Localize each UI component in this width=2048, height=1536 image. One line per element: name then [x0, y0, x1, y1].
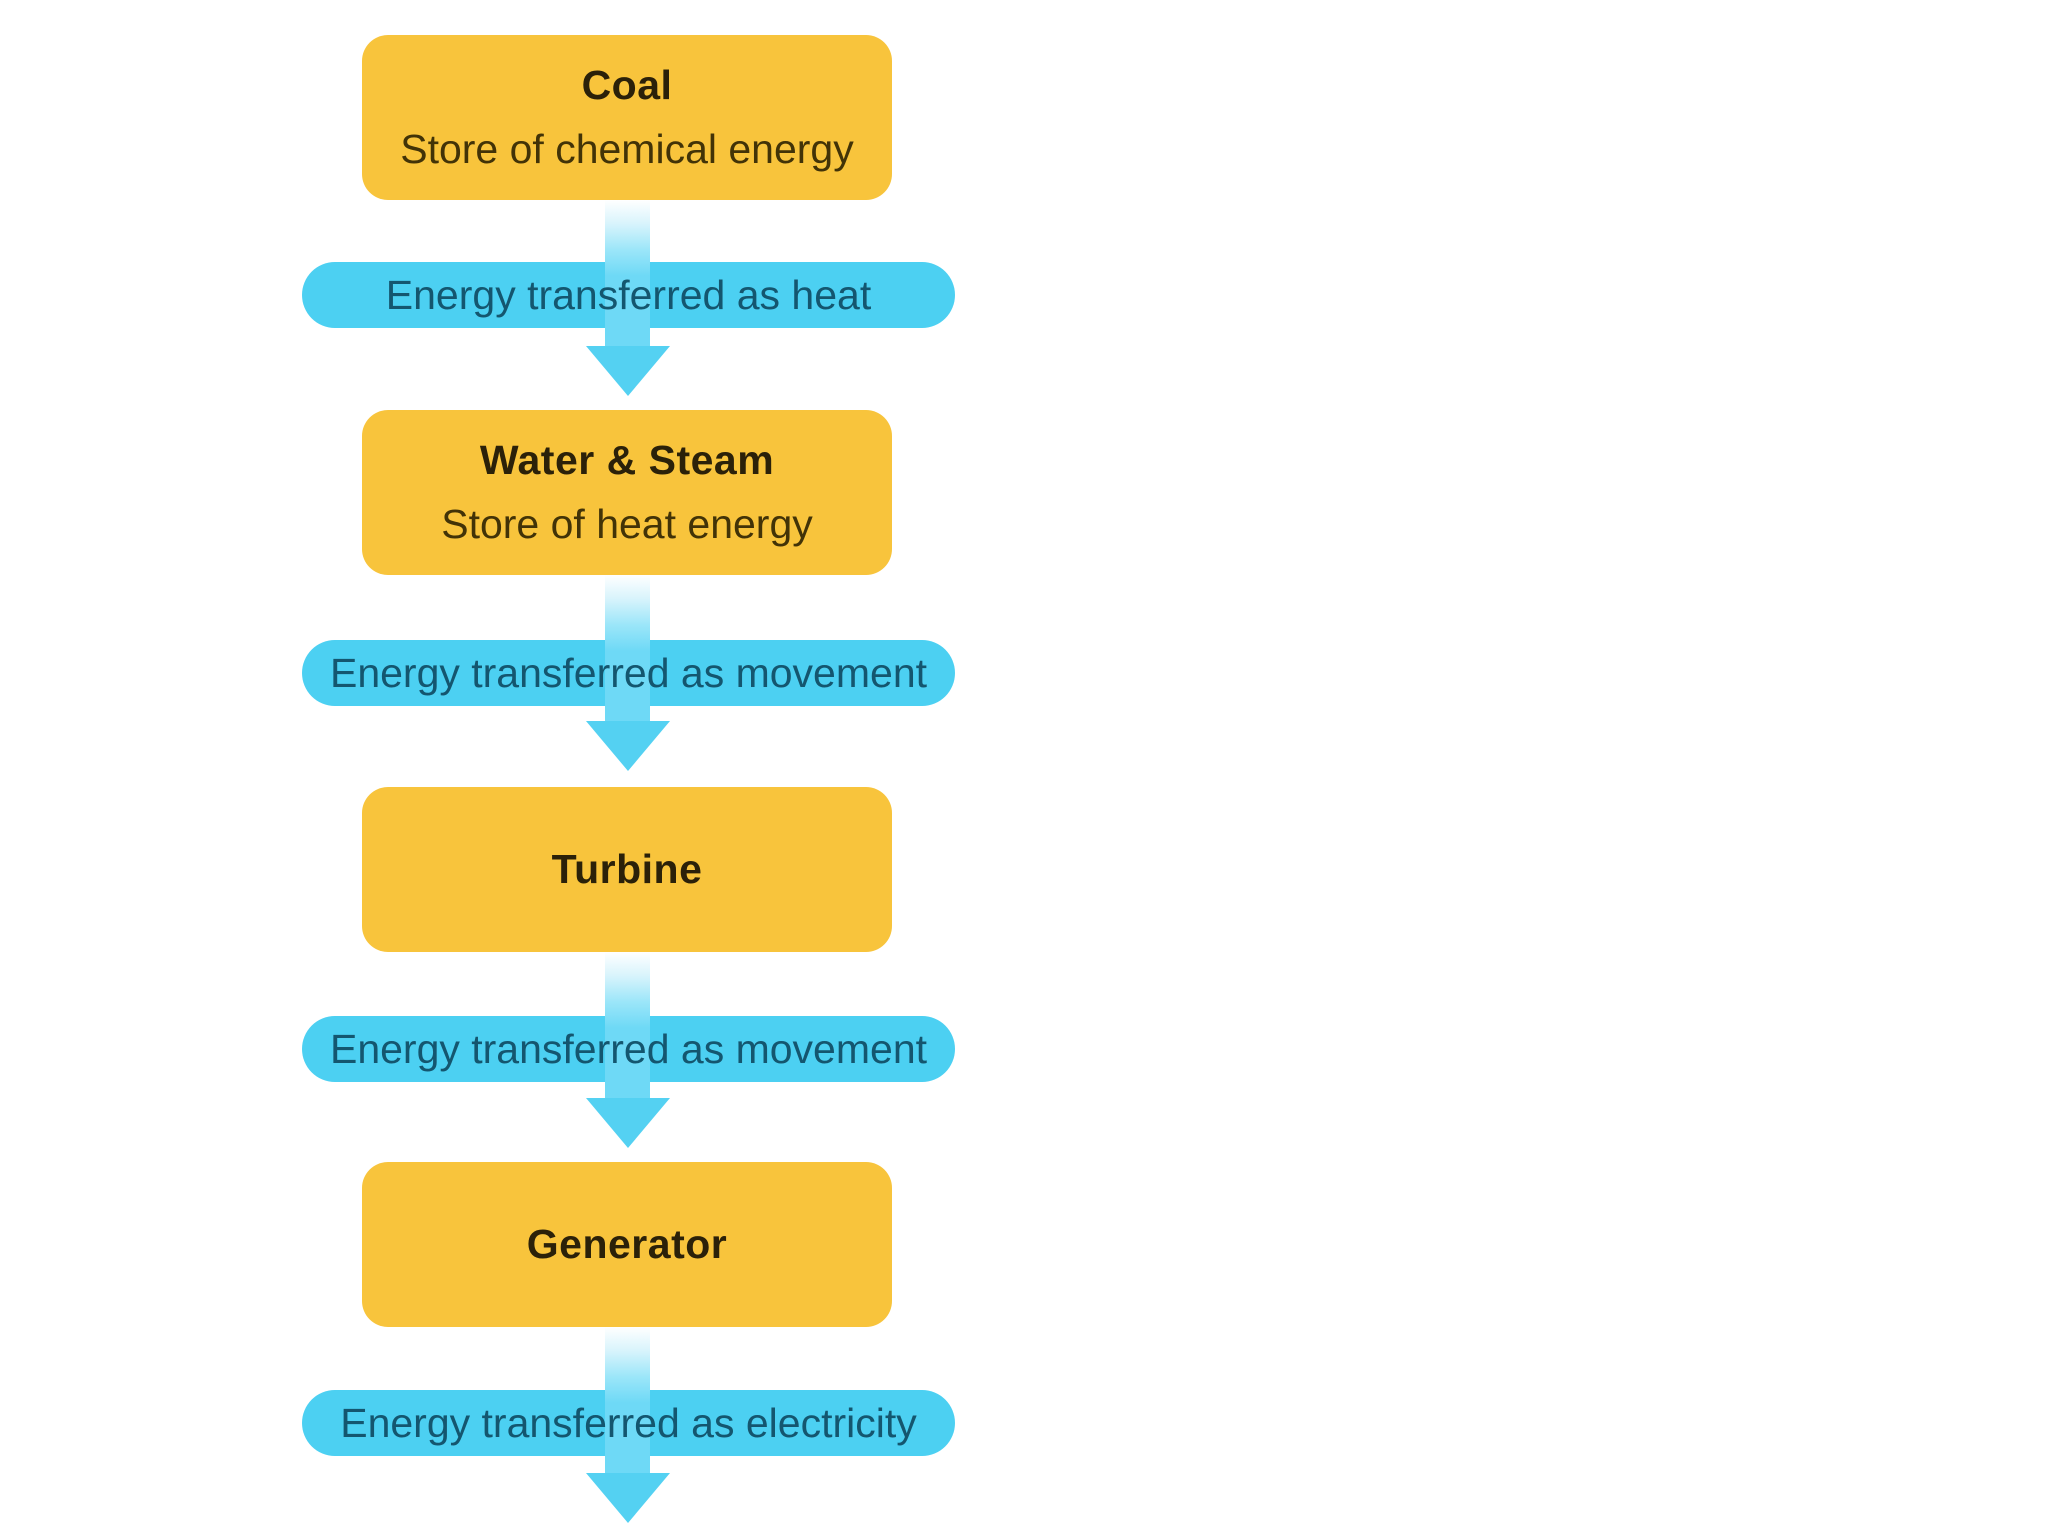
transfer-label: Energy transferred as heat	[385, 271, 872, 318]
arrow-stem	[605, 575, 650, 721]
transfer-pill-movement-2: Energy transferred as movement	[302, 1016, 955, 1082]
arrow-stem	[605, 1327, 650, 1473]
node-title: Generator	[526, 1220, 728, 1267]
transfer-label: Energy transferred as electricity	[340, 1399, 917, 1446]
transfer-label: Energy transferred as movement	[329, 649, 928, 696]
arrow-down-icon	[586, 1098, 670, 1148]
node-coal: Coal Store of chemical energy	[362, 35, 892, 200]
node-generator: Generator	[362, 1162, 892, 1327]
transfer-pill-heat: Energy transferred as heat	[302, 262, 955, 328]
node-title: Water & Steam	[479, 437, 775, 484]
transfer-pill-electricity: Energy transferred as electricity	[302, 1390, 955, 1456]
arrow-down-icon	[586, 1473, 670, 1523]
node-subtitle: Store of chemical energy	[400, 125, 854, 172]
node-turbine: Turbine	[362, 787, 892, 952]
arrow-stem	[605, 200, 650, 346]
node-title: Turbine	[551, 845, 703, 892]
node-title: Coal	[581, 62, 673, 109]
transfer-label: Energy transferred as movement	[329, 1025, 928, 1072]
node-subtitle: Store of heat energy	[441, 500, 813, 547]
arrow-down-icon	[586, 346, 670, 396]
arrow-stem	[605, 952, 650, 1098]
node-water-steam: Water & Steam Store of heat energy	[362, 410, 892, 575]
transfer-pill-movement-1: Energy transferred as movement	[302, 640, 955, 706]
arrow-down-icon	[586, 721, 670, 771]
